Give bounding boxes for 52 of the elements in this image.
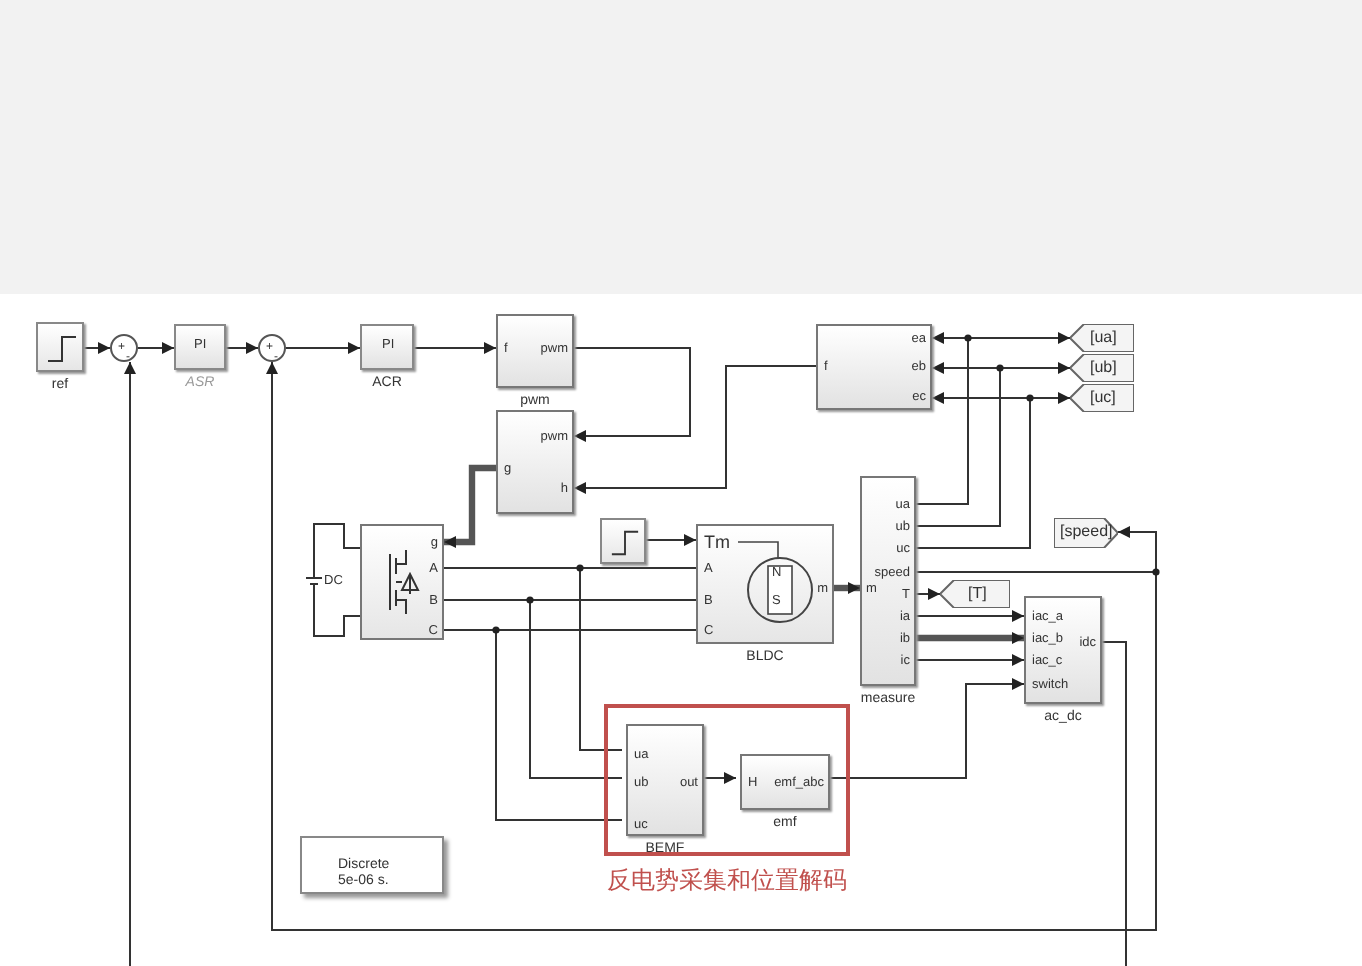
inverter-block bbox=[360, 524, 444, 640]
subsystem-block bbox=[740, 754, 830, 810]
subsystem-block bbox=[1024, 596, 1102, 704]
port-label: Tm bbox=[704, 534, 730, 550]
signal-arrow bbox=[573, 347, 691, 442]
goto-tag bbox=[1054, 518, 1118, 548]
motor-block bbox=[696, 524, 834, 644]
signal-arrow bbox=[915, 610, 1025, 622]
signal-line bbox=[313, 603, 361, 637]
signal-arrow bbox=[915, 588, 941, 600]
step-block bbox=[36, 322, 84, 372]
signal-arrow bbox=[266, 361, 1157, 931]
goto-tag bbox=[1070, 354, 1134, 382]
signal-arrow bbox=[573, 365, 817, 494]
signal-line bbox=[443, 599, 623, 779]
subsystem-area bbox=[604, 704, 850, 856]
subsystem-block bbox=[816, 324, 932, 410]
signal-arrow bbox=[285, 342, 361, 354]
signal-arrow bbox=[137, 342, 175, 354]
block-caption: 反电势采集和位置解码 bbox=[605, 868, 849, 892]
port-label: [uc] bbox=[1090, 390, 1116, 406]
port-label: [ua] bbox=[1090, 330, 1117, 346]
signal-arrow bbox=[444, 464, 496, 548]
signal-arrow bbox=[915, 392, 1071, 549]
signal-arrow bbox=[225, 342, 259, 354]
signal-arrow bbox=[834, 582, 860, 594]
goto-tag bbox=[940, 580, 1010, 608]
pi-block bbox=[360, 324, 414, 370]
port-label: [ub] bbox=[1090, 360, 1117, 376]
signal-line bbox=[1101, 641, 1127, 966]
goto-tag bbox=[1070, 384, 1134, 412]
port-label: [T] bbox=[968, 586, 987, 602]
subsystem-block bbox=[496, 314, 574, 388]
signal-line bbox=[443, 567, 623, 751]
signal-arrow bbox=[645, 534, 697, 546]
signal-arrow bbox=[915, 362, 1071, 527]
signal-line bbox=[443, 629, 623, 821]
subsystem-block bbox=[860, 476, 916, 686]
signal-arrow bbox=[915, 654, 1025, 666]
step-block bbox=[600, 518, 646, 564]
signal-arrow bbox=[83, 342, 111, 354]
signal-arrow bbox=[915, 332, 1071, 505]
subsystem-block bbox=[626, 724, 704, 836]
signal-arrow bbox=[124, 361, 136, 966]
subsystem-block bbox=[496, 410, 574, 514]
port-label: [speed] bbox=[1060, 524, 1113, 540]
solver-block bbox=[300, 836, 444, 894]
signal-line bbox=[313, 523, 361, 561]
signal-arrow bbox=[413, 342, 497, 354]
goto-tag bbox=[1070, 324, 1134, 352]
pi-block bbox=[174, 324, 226, 370]
signal-arrow bbox=[916, 632, 1024, 644]
